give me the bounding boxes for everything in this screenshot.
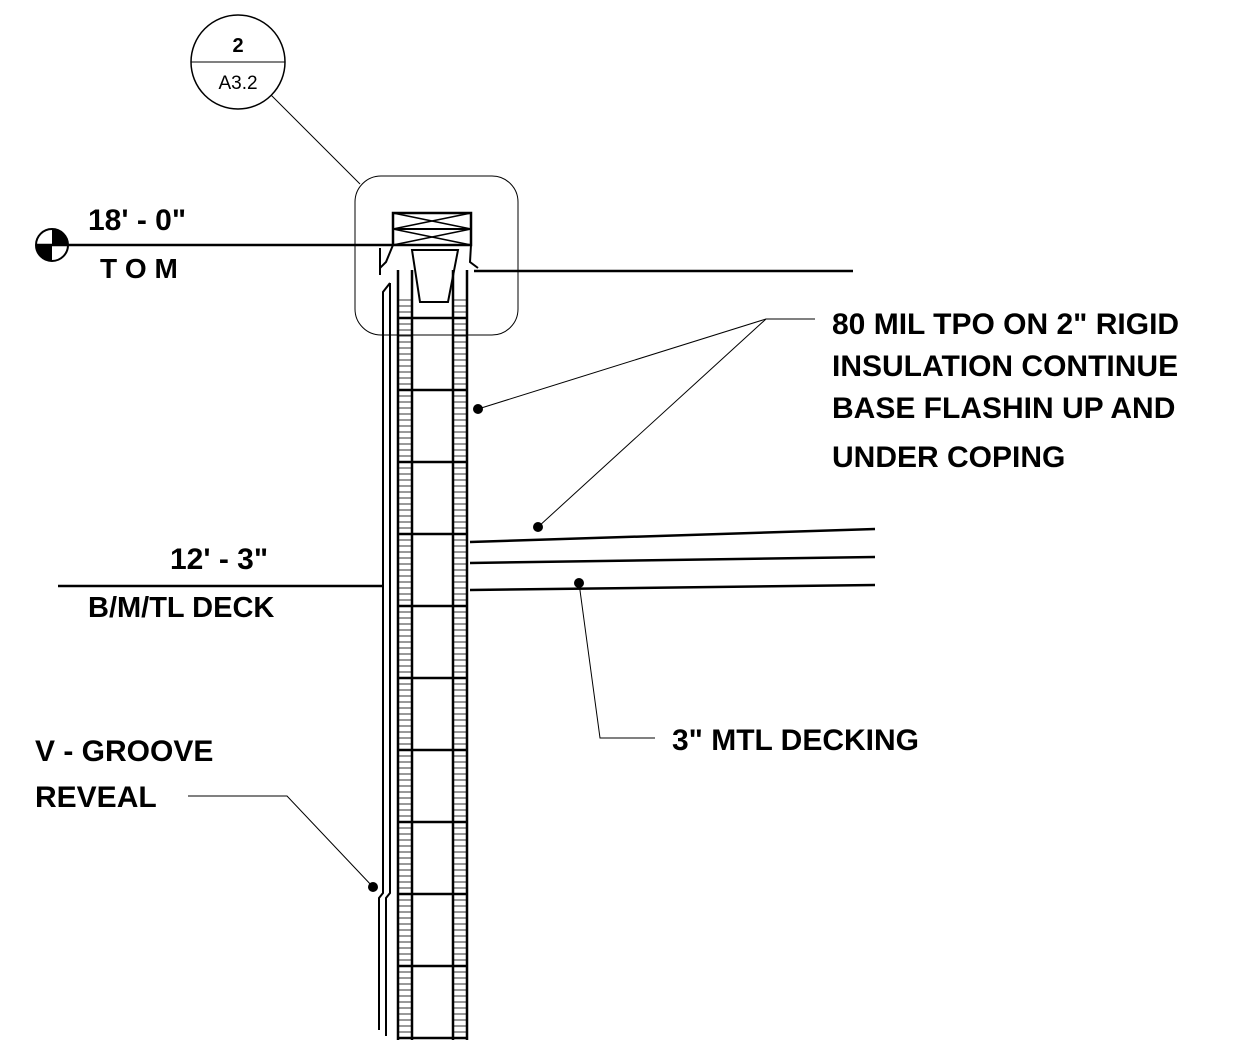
roofing-note-line-4: UNDER COPING — [832, 441, 1065, 474]
reveal-note: V - GROOVE REVEAL — [35, 735, 378, 892]
roofing-note-line-1: 80 MIL TPO ON 2" RIGID — [832, 308, 1179, 341]
section-sheet-reference: A3.2 — [218, 73, 257, 94]
decking-note: 3" MTL DECKING — [574, 578, 919, 757]
exterior-siding — [378, 282, 391, 1036]
detail-boundary — [354, 175, 519, 336]
section-callout[interactable]: 2 A3.2 — [190, 14, 361, 185]
decking-note-text: 3" MTL DECKING — [672, 724, 919, 757]
tom-elevation-marker — [35, 228, 392, 262]
roof-deck-assembly — [469, 527, 876, 592]
reveal-note-line-2: REVEAL — [35, 781, 157, 814]
coping — [379, 211, 479, 303]
roofing-note-line-3: BASE FLASHIN UP AND — [832, 392, 1175, 425]
deck-elevation-value: 12' - 3" — [170, 543, 268, 576]
roofing-note: 80 MIL TPO ON 2" RIGID INSULATION CONTIN… — [473, 308, 1179, 532]
tom-elevation-value: 18' - 0" — [88, 204, 186, 237]
tom-elevation-label: T O M — [100, 253, 178, 284]
roofing-note-line-2: INSULATION CONTINUE — [832, 350, 1178, 383]
masonry-wall — [396, 270, 469, 1040]
reveal-note-line-1: V - GROOVE — [35, 735, 213, 768]
deck-elevation-label: B/M/TL DECK — [88, 592, 274, 624]
section-number: 2 — [232, 35, 243, 57]
